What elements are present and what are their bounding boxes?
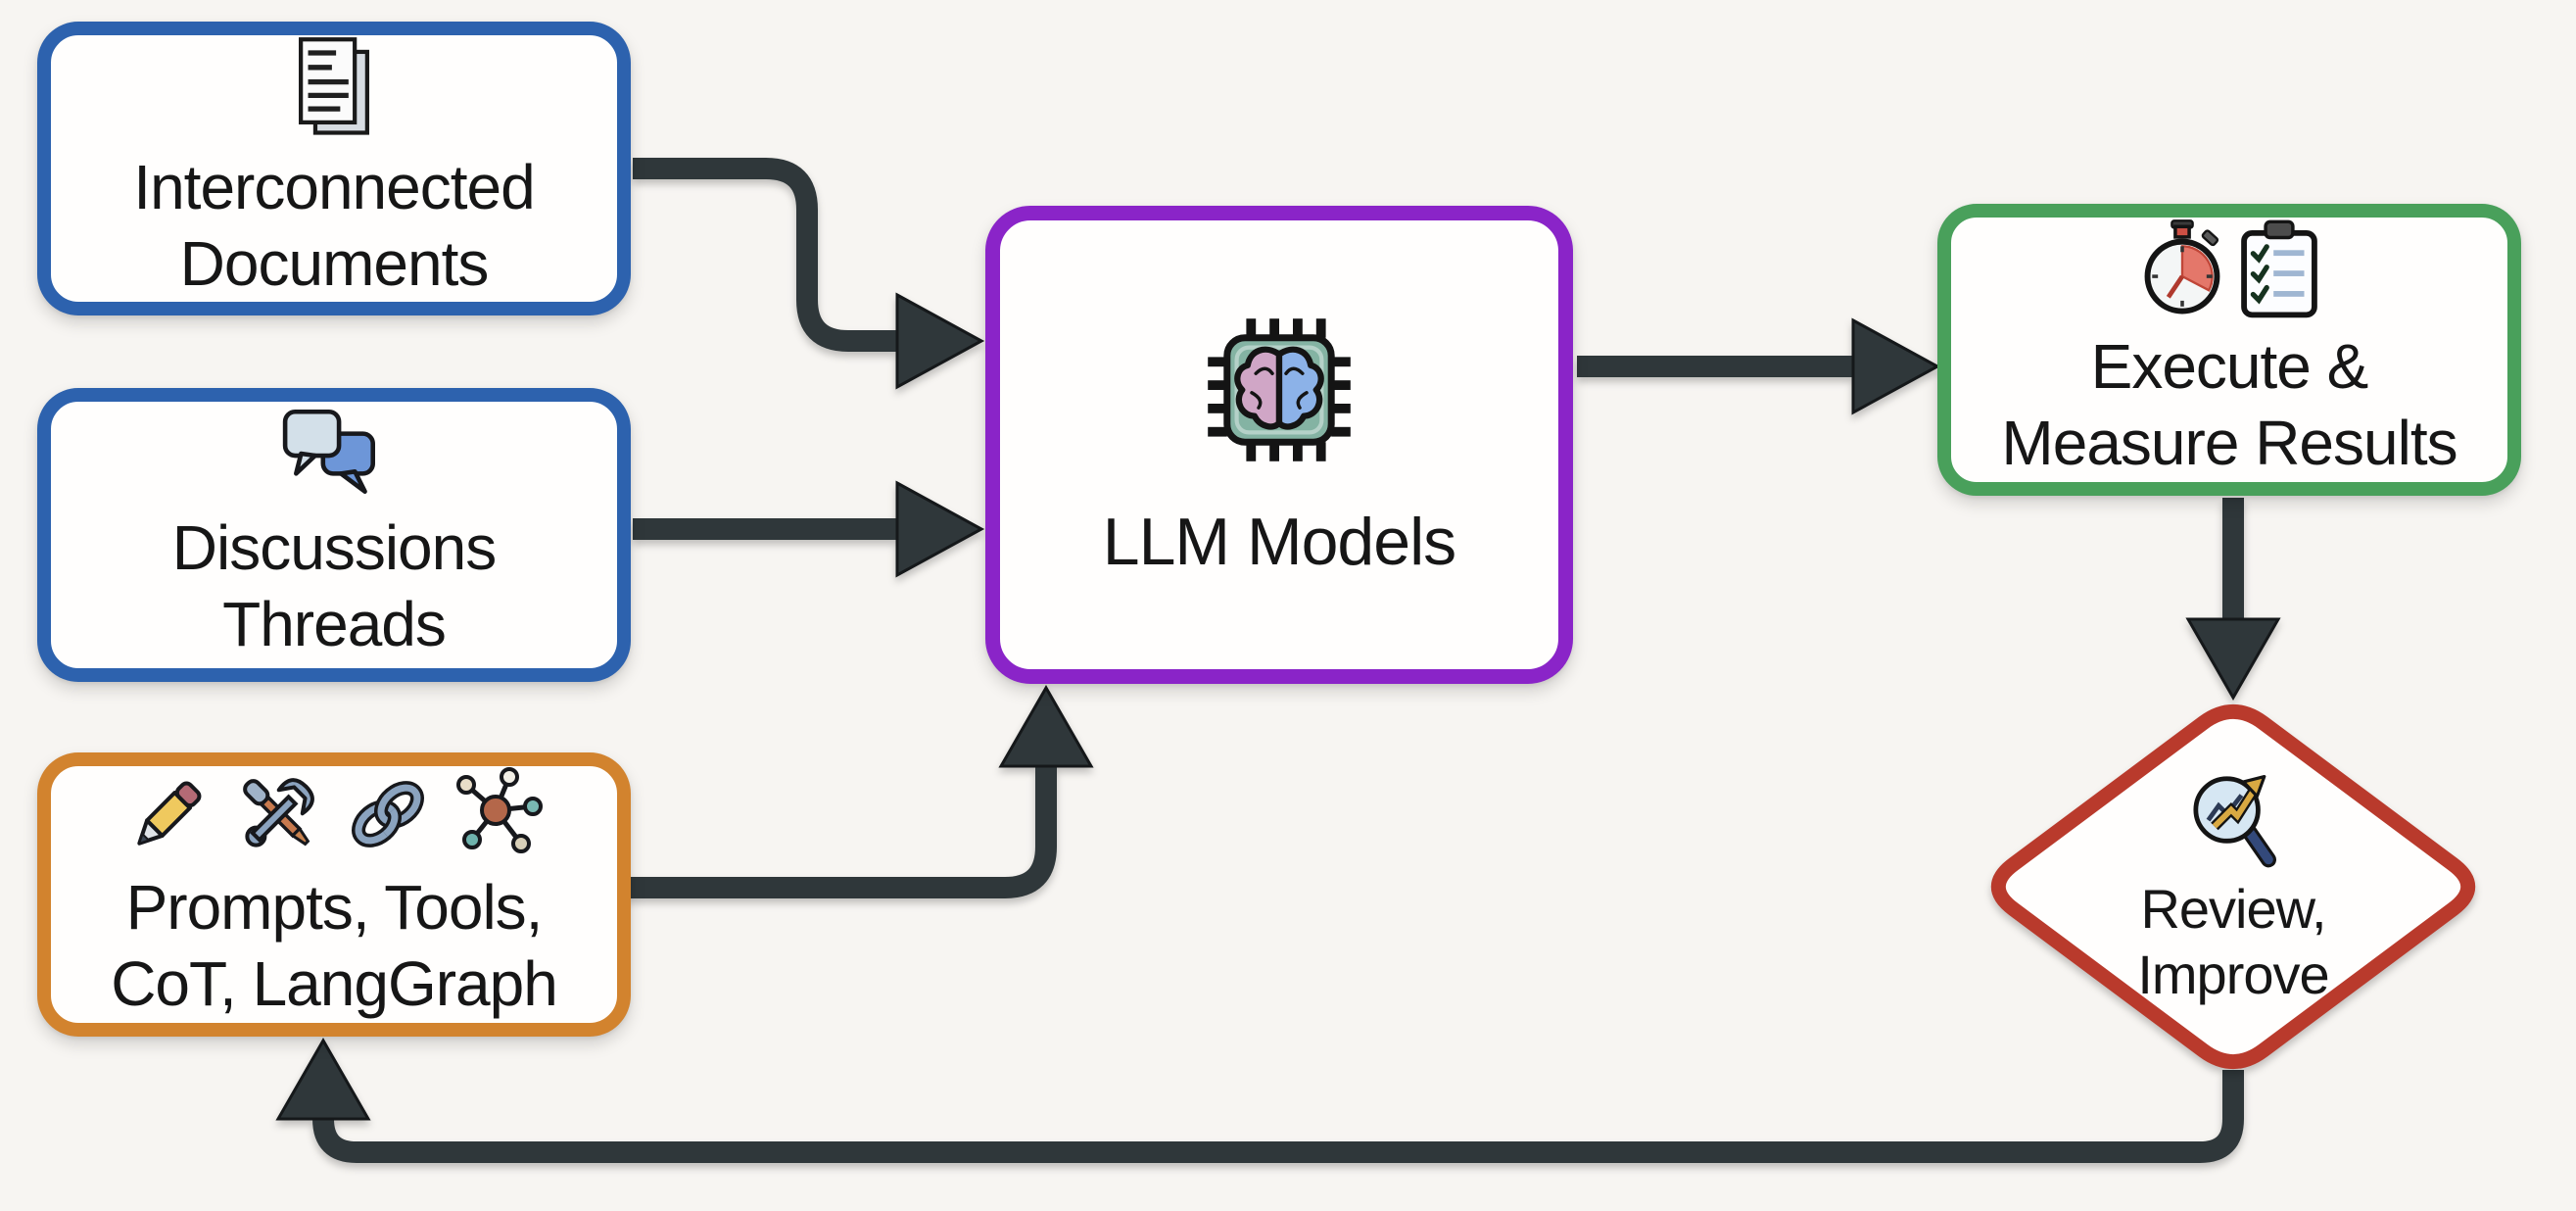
node-llm-models: LLM Models [985, 206, 1573, 684]
edge-docs-to-llm [633, 158, 985, 390]
review-improve-diamond [1990, 704, 2476, 1069]
arrowhead-right-icon [895, 480, 985, 578]
node-label: Prompts, Tools, CoT, LangGraph [111, 871, 558, 1019]
edge-prompts-to-llm [627, 684, 1094, 898]
node-label: LLM Models [1102, 504, 1456, 579]
edge-llm-to-execute [1577, 317, 1941, 415]
pencil-icon [137, 781, 202, 846]
clipboard-checklist-icon [2241, 219, 2317, 318]
documents-icon [299, 37, 369, 135]
node-discussions-threads: Discussions Threads [37, 388, 631, 682]
node-execute-measure-results: Execute & Measure Results [1937, 204, 2521, 496]
chat-bubbles-icon [282, 409, 375, 494]
node-prompts-tools-cot-langgraph: Prompts, Tools, CoT, LangGraph [37, 752, 631, 1037]
execute-icon-row [2138, 218, 2320, 320]
arrowhead-right-icon [895, 292, 985, 390]
node-label: Execute & Measure Results [2001, 330, 2457, 478]
arrowhead-down-icon [2185, 617, 2281, 702]
edge-execute-to-review [2185, 498, 2281, 702]
chip-brain-icon [1208, 317, 1351, 461]
node-label: Review, Improve [2137, 877, 2329, 1005]
graph-network-icon [456, 766, 543, 853]
node-label: Interconnected Documents [133, 151, 535, 299]
node-label: Discussions Threads [171, 511, 497, 659]
chain-link-icon [352, 781, 424, 848]
stopwatch-icon [2144, 219, 2220, 315]
arrowhead-right-icon [1851, 317, 1941, 415]
magnifier-trend-icon [2193, 774, 2276, 868]
edge-review-to-prompts [275, 1037, 2244, 1163]
prompts-icon-row [123, 766, 545, 861]
arrowhead-up-icon [998, 684, 1094, 768]
arrowhead-up-icon [275, 1037, 371, 1121]
edge-threads-to-llm [633, 480, 985, 578]
node-interconnected-documents: Interconnected Documents [37, 22, 631, 315]
tools-icon [243, 778, 314, 848]
node-review-improve: Review, Improve [2057, 750, 2409, 1024]
